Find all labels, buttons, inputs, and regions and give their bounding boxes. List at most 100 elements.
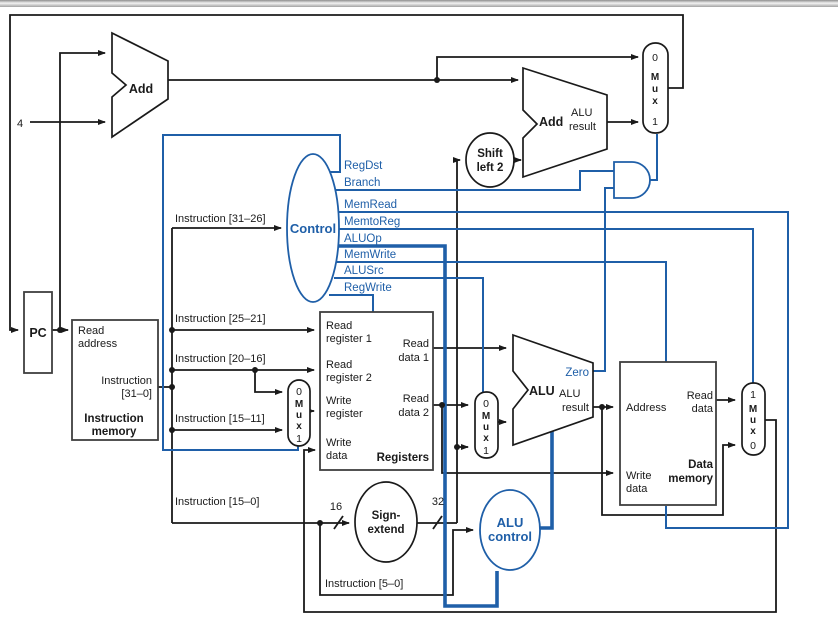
regdst-mux-0: 0 xyxy=(296,386,302,398)
dm-read-data-l2: data xyxy=(692,403,714,415)
instr-field-5-0: Instruction [5–0] xyxy=(325,578,403,590)
dm-write-data-l1: Write xyxy=(626,470,651,482)
registers-name: Registers xyxy=(377,452,429,464)
sign-extend-l2: extend xyxy=(367,524,404,536)
reg-read-data2-l1: Read xyxy=(403,393,429,405)
pcsrc-mux-m: M xyxy=(651,72,659,83)
reg-read-register2-l2: register 2 xyxy=(326,372,372,384)
pcsrc-mux-1: 1 xyxy=(652,116,658,128)
data-memory xyxy=(619,361,717,506)
regdst-mux-u: u xyxy=(296,410,302,421)
junction-pc-out xyxy=(57,327,63,333)
wire-signext-to-shift xyxy=(453,157,461,523)
shift-left-2-l2: left 2 xyxy=(477,162,504,174)
signal-branch: Branch xyxy=(344,177,380,189)
signal-memwrite: MemWrite xyxy=(344,249,396,261)
reg-read-register1-l1: Read xyxy=(326,320,352,332)
wire-regwrite xyxy=(329,294,374,313)
pc-add-label: Add xyxy=(129,82,153,96)
sign-extend-unit xyxy=(354,481,418,563)
reg-write-register-l1: Write xyxy=(326,395,351,407)
wire-alusrc xyxy=(334,277,484,393)
alu-label: ALU xyxy=(529,384,555,398)
alu-control-l2: control xyxy=(488,529,532,544)
datapath-diagram: PC 4 Add Add ALU result Shift left 2 Con… xyxy=(9,14,789,613)
memtoreg-mux-x: x xyxy=(750,426,756,437)
constant-four: 4 xyxy=(17,118,23,130)
pc-label: PC xyxy=(29,326,46,340)
junction-signext-out xyxy=(454,444,460,450)
dm-read-data-l1: Read xyxy=(687,390,713,402)
regdst-mux-m: M xyxy=(295,399,303,410)
sign-extend-in-width: 16 xyxy=(330,501,342,513)
regdst-mux-x: x xyxy=(296,421,302,432)
alusrc-mux-u: u xyxy=(483,422,489,433)
alu-control-unit xyxy=(479,489,541,571)
dm-name-l2: memory xyxy=(668,473,713,485)
junction-bus-15-11 xyxy=(169,427,175,433)
wire-and-out xyxy=(648,134,658,181)
regdst-mux-1: 1 xyxy=(296,433,302,445)
memtoreg-mux-1: 1 xyxy=(750,389,756,401)
branch-add-result-l2: result xyxy=(569,121,596,133)
and-gate xyxy=(613,161,651,199)
imem-instruction-l1: Instruction xyxy=(101,375,152,387)
dm-write-data-l2: data xyxy=(626,483,648,495)
pcsrc-mux-0: 0 xyxy=(652,52,658,64)
control-unit xyxy=(286,153,340,303)
wire-alu-control-out xyxy=(538,431,554,530)
alusrc-mux xyxy=(474,391,499,459)
imem-instruction-l2: [31–0] xyxy=(121,388,152,400)
shift-left-2-l1: Shift xyxy=(477,148,503,160)
window-top-edge xyxy=(0,0,838,7)
alusrc-mux-m: M xyxy=(482,411,490,422)
wire-pc-plus4-to-mux xyxy=(436,54,639,80)
signal-regwrite: RegWrite xyxy=(344,282,392,294)
main-alu xyxy=(512,333,594,447)
wire-pc-to-add xyxy=(59,50,106,330)
sign-extend-l1: Sign- xyxy=(372,510,401,522)
reg-write-data-l2: data xyxy=(326,450,348,462)
junction-bus-imem xyxy=(169,384,175,390)
pc-add-unit xyxy=(111,31,169,139)
junction-alu-result xyxy=(599,404,605,410)
branch-add-result-l1: ALU xyxy=(571,107,592,119)
junction-20-16-branch xyxy=(252,367,258,373)
signal-aluop: ALUOp xyxy=(344,233,382,245)
instr-field-25-21: Instruction [25–21] xyxy=(175,313,266,325)
junction-bus-20-16 xyxy=(169,367,175,373)
wire-writeback xyxy=(303,419,777,613)
pcsrc-mux xyxy=(642,42,669,134)
pcsrc-mux-u: u xyxy=(652,84,658,95)
control-label: Control xyxy=(290,221,336,236)
junction-15-0 xyxy=(317,520,323,526)
memtoreg-mux xyxy=(741,382,766,456)
memtoreg-mux-u: u xyxy=(750,415,756,426)
wire-memtoreg xyxy=(339,228,754,384)
pc-register xyxy=(23,291,53,374)
reg-read-register2-l1: Read xyxy=(326,359,352,371)
junction-pc-plus4 xyxy=(434,77,440,83)
alu-zero-label: Zero xyxy=(565,367,589,379)
alu-result-l1: ALU xyxy=(559,388,580,400)
instr-field-20-16: Instruction [20–16] xyxy=(175,353,266,365)
branch-add-label: Add xyxy=(539,115,563,129)
instr-field-15-0: Instruction [15–0] xyxy=(175,496,259,508)
reg-read-data1-l1: Read xyxy=(403,338,429,350)
wire-branch xyxy=(335,170,614,191)
wire-zero xyxy=(591,187,614,372)
imem-name-l2: memory xyxy=(92,426,137,438)
alusrc-mux-x: x xyxy=(483,433,489,444)
alusrc-mux-0: 0 xyxy=(483,398,489,410)
signal-alusrc: ALUSrc xyxy=(344,265,384,277)
reg-write-data-l1: Write xyxy=(326,437,351,449)
imem-read-address-l1: Read xyxy=(78,325,104,337)
imem-read-address-l2: address xyxy=(78,338,118,350)
wire-instr-5-0 xyxy=(319,523,474,596)
reg-read-register1-l2: register 1 xyxy=(326,333,372,345)
wire-pc-feedback xyxy=(9,14,684,333)
imem-name-l1: Instruction xyxy=(84,413,143,425)
wire-regdst xyxy=(162,134,341,451)
wire-write-data-path xyxy=(441,405,614,476)
dm-name-l1: Data xyxy=(688,459,714,471)
